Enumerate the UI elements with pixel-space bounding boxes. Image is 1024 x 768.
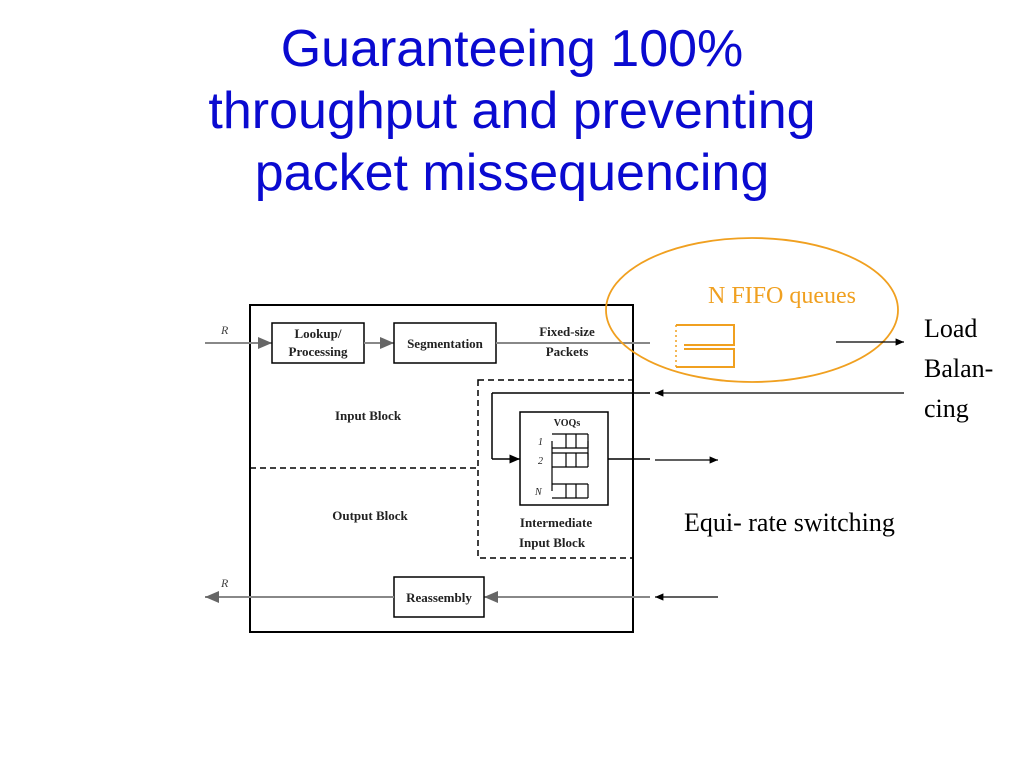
output-rate-label: R (220, 576, 229, 590)
lookup-label-2: Processing (289, 344, 348, 359)
fifo-queue-icon (675, 324, 735, 368)
voq-row-n-label: N (534, 487, 543, 498)
lookup-processing-box (271, 322, 365, 364)
title-line-2: throughput and preventing (208, 82, 816, 140)
output-block-label: Output Block (332, 508, 408, 523)
intermediate-label-1: Intermediate (520, 515, 592, 530)
load-balancing-label-2: Balan- (924, 354, 993, 383)
load-balancing-label-1: Load (924, 314, 977, 343)
title-line-3: packet missequencing (254, 144, 770, 202)
title-line-1: Guaranteeing 100% (280, 20, 744, 78)
load-balancing-label-3: cing (924, 394, 969, 423)
fixed-size-label-2: Packets (546, 344, 589, 359)
voq-row-2-label: 2 (538, 456, 543, 467)
input-block-label: Input Block (335, 408, 402, 423)
fifo-highlight-ellipse (605, 237, 899, 383)
intermediate-label-2: Input Block (519, 535, 586, 550)
lookup-label-1: Lookup/ (295, 326, 342, 341)
slide-title: Guaranteeing 100% throughput and prevent… (0, 18, 1024, 204)
intermediate-block-region (477, 379, 634, 559)
input-rate-label: R (220, 323, 229, 337)
voq-queue-n (552, 483, 589, 499)
voq-queue-1 (552, 433, 589, 449)
voq-row-1-label: 1 (538, 437, 543, 448)
voq-label: VOQs (554, 418, 581, 429)
reassembly-box (393, 576, 485, 618)
reassembly-label: Reassembly (406, 590, 472, 605)
fifo-queues-label: N FIFO queues (708, 283, 856, 309)
segmentation-label: Segmentation (407, 336, 484, 351)
fixed-size-label-1: Fixed-size (539, 324, 595, 339)
voq-box (519, 411, 609, 506)
equi-rate-switching-label: Equi- rate switching (684, 508, 895, 537)
